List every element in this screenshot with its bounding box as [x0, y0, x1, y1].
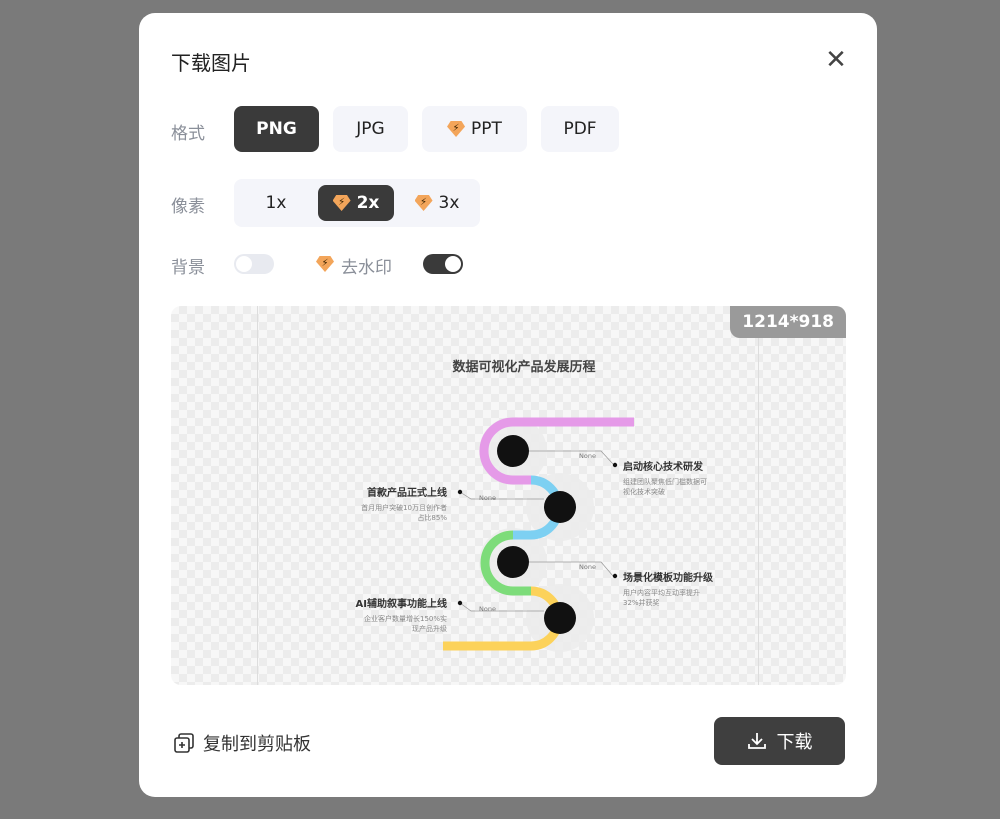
item-title: 场景化模板功能升级: [623, 571, 714, 584]
close-icon[interactable]: ✕: [825, 45, 847, 75]
item-tag: None: [579, 452, 596, 460]
watermark-label: 去水印: [341, 258, 392, 278]
premium-gem-icon: ⚡: [414, 195, 433, 211]
item-title: AI辅助叙事功能上线: [356, 597, 447, 610]
wheelchair-icon: [544, 602, 576, 634]
premium-gem-icon: ⚡: [316, 256, 334, 272]
copy-label: 复制到剪贴板: [203, 734, 311, 755]
item-desc: 企业客户数量增长150%实: [364, 614, 447, 623]
format-png-button[interactable]: PNG: [234, 106, 319, 152]
item-desc: 占比85%: [417, 513, 447, 522]
pixel-selector: 1x ⚡ 2x ⚡ 3x: [234, 179, 480, 227]
image-frame: [257, 306, 759, 685]
item-desc: 现产品升级: [412, 624, 447, 633]
item-desc: 视化技术突破: [623, 487, 665, 496]
timeline-segment-1: [479, 417, 634, 485]
item-tag: None: [479, 494, 496, 502]
item-tag: None: [479, 605, 496, 613]
tie-icon: [544, 491, 576, 523]
copy-icon: [174, 733, 194, 753]
format-png-label: PNG: [256, 119, 297, 139]
premium-gem-icon: ⚡: [447, 121, 466, 137]
dialog-title: 下载图片: [171, 51, 251, 75]
watermark-toggle[interactable]: [423, 254, 463, 274]
cloud-gear-icon: [497, 546, 529, 578]
format-jpg-button[interactable]: JPG: [333, 106, 408, 152]
pixel-1x-button[interactable]: 1x: [240, 185, 312, 221]
infographic-title: 数据可视化产品发展历程: [452, 359, 595, 375]
copy-to-clipboard-button[interactable]: 复制到剪贴板: [173, 730, 311, 756]
format-pdf-label: PDF: [563, 119, 597, 139]
pixel-2x-button[interactable]: ⚡ 2x: [318, 185, 394, 221]
premium-gem-icon: ⚡: [332, 195, 351, 211]
pixel-1x-label: 1x: [265, 193, 287, 213]
item-desc: 首月用户突破10万且创作者: [361, 503, 447, 512]
item-tag: None: [579, 563, 596, 571]
item-title: 启动核心技术研发: [623, 460, 704, 473]
item-desc: 32%并获奖: [623, 598, 660, 607]
format-jpg-label: JPG: [356, 119, 385, 139]
item-desc: 用户内容平均互动率提升: [623, 588, 700, 597]
format-ppt-label: PPT: [471, 119, 502, 139]
dimensions-badge: 1214*918: [730, 306, 846, 338]
item-title: 首款产品正式上线: [367, 486, 447, 499]
timeline-infographic: 数据可视化产品发展历程 None None None None 启动核心技术研发…: [356, 359, 714, 652]
download-label: 下载: [776, 732, 813, 753]
timeline-segment-3: [480, 530, 531, 596]
pixel-3x-button[interactable]: ⚡ 3x: [400, 185, 474, 221]
format-label: 格式: [171, 124, 205, 144]
background-label: 背景: [171, 258, 205, 278]
download-icon: [747, 733, 766, 749]
format-pdf-button[interactable]: PDF: [541, 106, 619, 152]
image-preview: 1214*918 数据可视化产品发展历程 None None None None…: [171, 306, 846, 685]
format-ppt-button[interactable]: ⚡ PPT: [422, 106, 527, 152]
download-button[interactable]: 下载: [714, 717, 845, 765]
item-desc: 组建团队聚焦低门槛数据可: [623, 477, 707, 486]
pixel-2x-label: 2x: [356, 193, 380, 213]
background-toggle[interactable]: [234, 254, 274, 274]
download-dialog: 下载图片 ✕ 格式 PNG JPG ⚡ PPT PDF 像素 1x ⚡ 2x ⚡ 3x…: [139, 13, 877, 797]
lightbulb-icon: [497, 435, 529, 467]
pixel-label: 像素: [171, 197, 205, 217]
pixel-3x-label: 3x: [438, 193, 460, 213]
